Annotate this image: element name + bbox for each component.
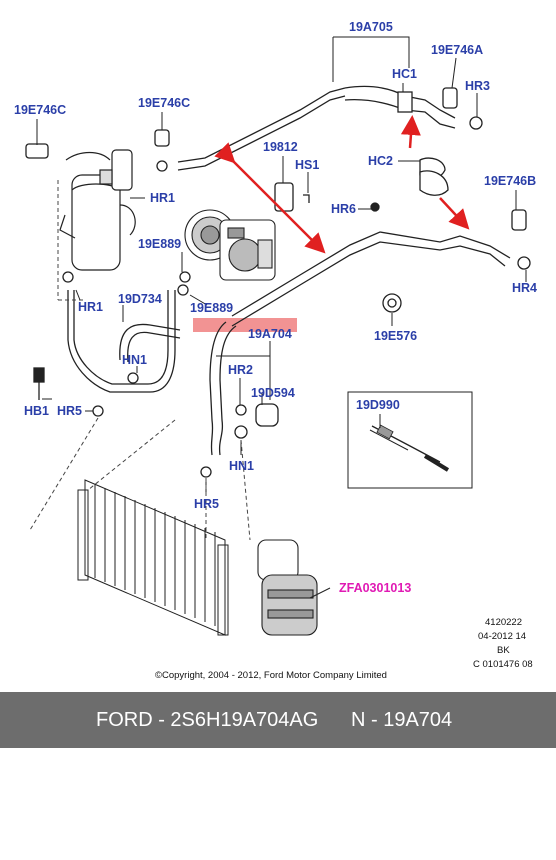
label-19e889-a: 19E889: [138, 237, 181, 251]
label-hr1-top: HR1: [150, 191, 175, 205]
label-19a704: 19A704: [248, 327, 292, 341]
receiver-drier: [59, 149, 136, 271]
label-hn1-right: HN1: [229, 459, 254, 473]
label-19d734: 19D734: [118, 292, 162, 306]
label-19e746a: 19E746A: [431, 43, 483, 57]
label-zfa0301013: ZFA0301013: [339, 581, 411, 595]
label-19e746b: 19E746B: [484, 174, 536, 188]
label-hc2: HC2: [368, 154, 393, 168]
red-arrows: [214, 115, 470, 254]
label-hr1-bottom: HR1: [78, 300, 103, 314]
hose-19a705: [177, 85, 456, 171]
part-number-footer: FORD - 2S6H19A704AG N - 19A704: [0, 692, 556, 748]
label-19e746c-left: 19E746C: [14, 103, 66, 117]
label-19812: 19812: [263, 140, 298, 154]
drier-cartridge: [257, 539, 318, 636]
label-hr4: HR4: [512, 281, 537, 295]
info-line-2: 04-2012 14: [478, 631, 526, 642]
leader-lines: [36, 36, 527, 599]
inset-19d990: [347, 391, 473, 489]
label-hs1: HS1: [295, 158, 319, 172]
label-hn1-left: HN1: [122, 353, 147, 367]
info-line-4: C 0101476 08: [473, 659, 533, 670]
label-19d594: 19D594: [251, 386, 295, 400]
hose-19a704: [209, 231, 511, 456]
footer-part-number: FORD - 2S6H19A704AG: [96, 709, 319, 731]
label-19d990: 19D990: [356, 398, 400, 412]
dashed-lines: [29, 180, 251, 541]
compressor: [184, 209, 276, 281]
label-hr5-left: HR5: [57, 404, 82, 418]
info-line-3: BK: [497, 645, 510, 656]
info-line-1: 4120222: [485, 617, 522, 628]
condenser: [77, 479, 229, 636]
label-19e746c-mid: 19E746C: [138, 96, 190, 110]
footer-reference: N - 19A704: [351, 709, 453, 731]
label-hc1: HC1: [392, 67, 417, 81]
copyright-text: ©Copyright, 2004 - 2012, Ford Motor Comp…: [155, 670, 387, 681]
label-hb1: HB1: [24, 404, 49, 418]
fittings: [25, 87, 531, 478]
label-19e576: 19E576: [374, 329, 417, 343]
label-hr3: HR3: [465, 79, 490, 93]
label-hr2: HR2: [228, 363, 253, 377]
parts-diagram: 19A705 19E746A HC1 HR3 19E746C 19E746C 1…: [14, 20, 537, 681]
label-hr6: HR6: [331, 202, 356, 216]
label-hr5-bottom: HR5: [194, 497, 219, 511]
highlight-bar: [193, 318, 297, 332]
label-19a705: 19A705: [349, 20, 393, 34]
hose-19d734: [67, 290, 181, 393]
label-19e889-b: 19E889: [190, 301, 233, 315]
